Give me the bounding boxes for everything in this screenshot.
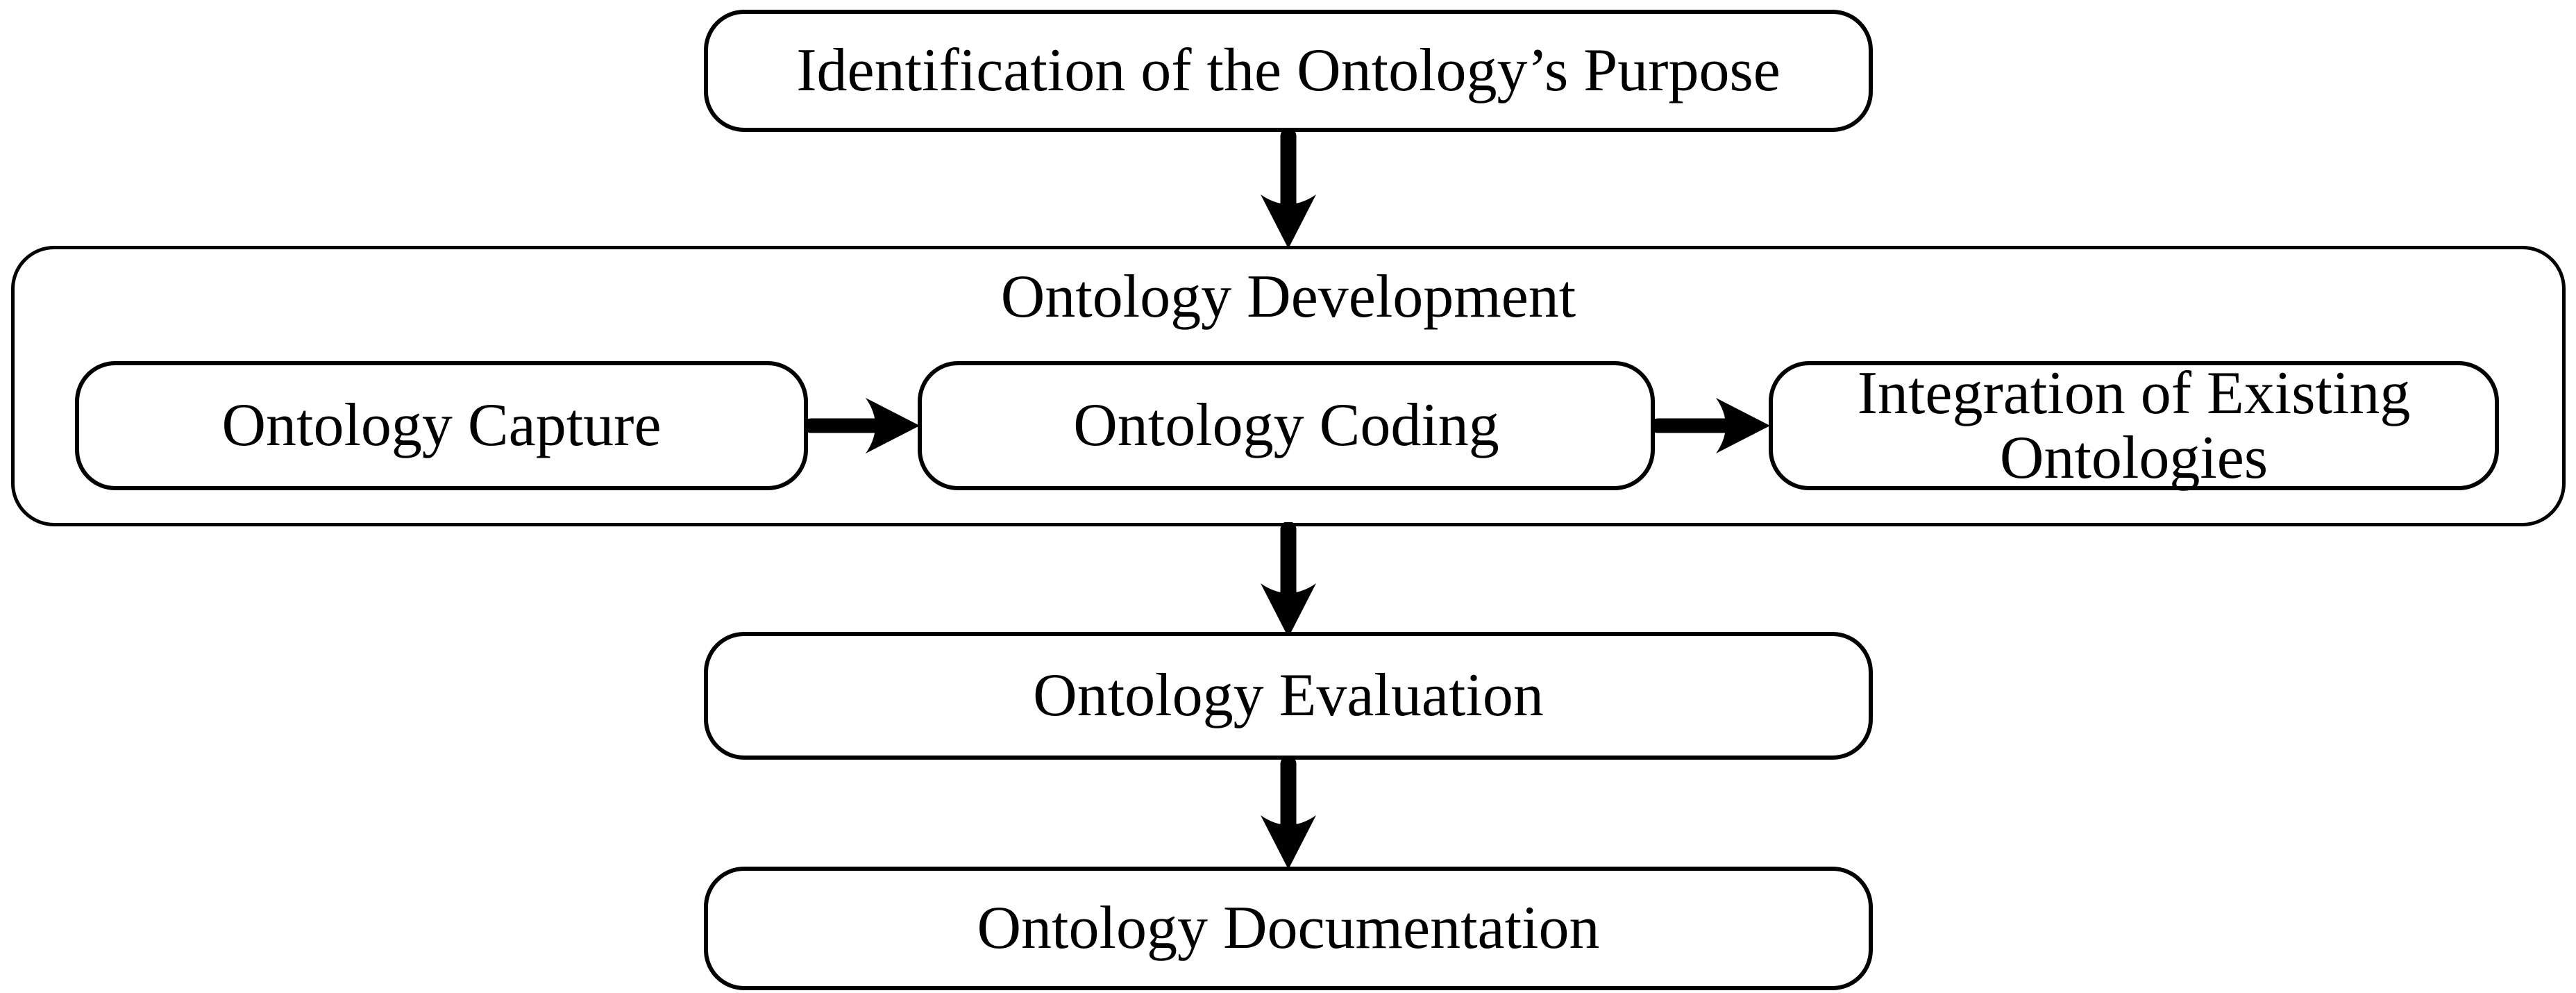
flow-arrow-purpose-to-development: [1261, 129, 1316, 249]
node-ontology-coding: Ontology Coding: [918, 361, 1655, 490]
flow-arrow-evaluation-to-documentation: [1261, 757, 1316, 869]
node-ontology-evaluation: Ontology Evaluation: [704, 632, 1873, 760]
node-ontology-evaluation-label: Ontology Evaluation: [1033, 662, 1544, 730]
node-ontology-documentation: Ontology Documentation: [704, 867, 1873, 990]
node-integration-existing-ontologies-label: Integration of Existing Ontologies: [1857, 359, 2411, 492]
node-ontology-capture: Ontology Capture: [75, 361, 808, 490]
node-identification-of-purpose-label: Identification of the Ontology’s Purpose: [796, 37, 1781, 105]
node-identification-of-purpose: Identification of the Ontology’s Purpose: [704, 10, 1873, 132]
node-ontology-documentation-label: Ontology Documentation: [977, 894, 1600, 962]
flow-arrow-coding-to-integration: [1652, 398, 1770, 453]
node-ontology-capture-label: Ontology Capture: [221, 392, 662, 460]
flow-arrow-capture-to-coding: [805, 398, 920, 453]
node-integration-existing-ontologies: Integration of Existing Ontologies: [1769, 361, 2499, 490]
group-ontology-development-title: Ontology Development: [1000, 263, 1576, 331]
node-ontology-coding-label: Ontology Coding: [1073, 392, 1499, 460]
flow-arrow-development-to-evaluation: [1261, 522, 1316, 637]
